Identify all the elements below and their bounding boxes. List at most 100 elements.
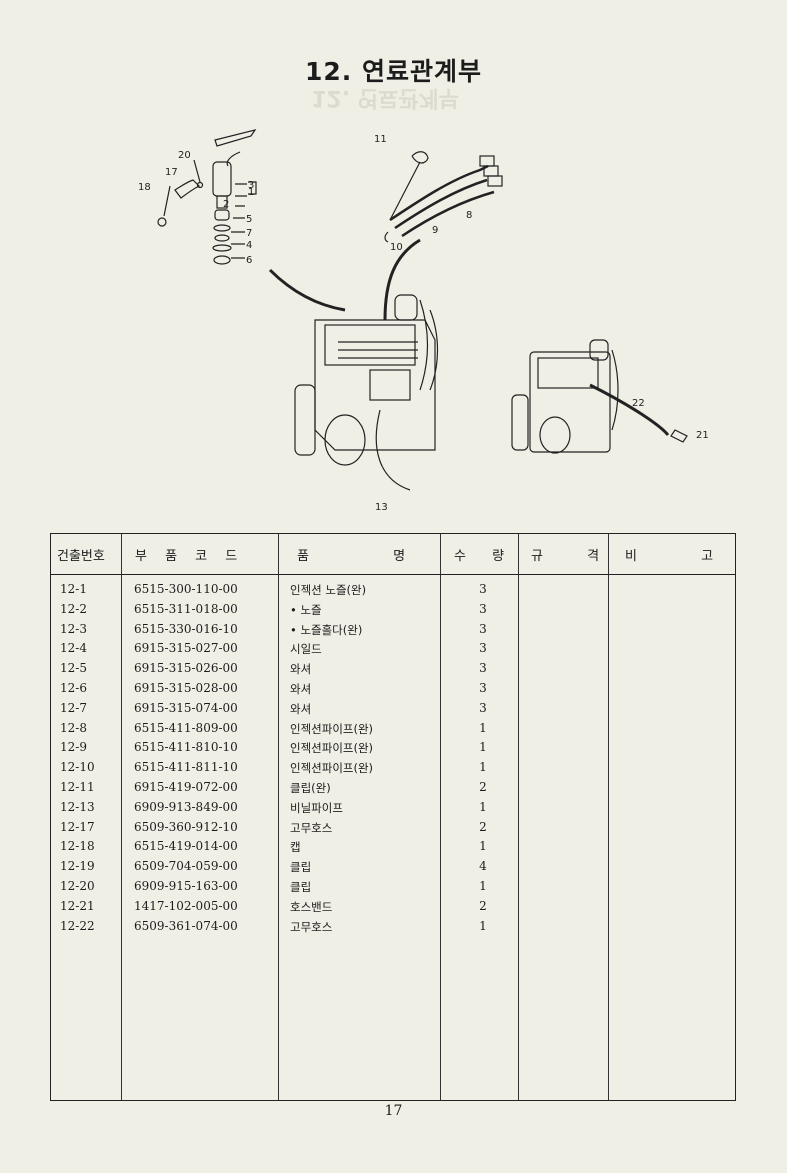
part-name: 인젝션 노즐(완) [290,583,367,597]
column-divider [518,534,519,1100]
part-code: 6515-300-110-00 [134,582,238,596]
part-quantity: 1 [479,839,487,854]
table-row: 12-9 6515-411-810-10 인젝션파이프(완) 1 [51,738,735,758]
part-quantity: 1 [479,720,487,735]
table-row: 12-22 6509-361-074-00 고무호스 1 [51,917,735,937]
part-number: 12-1 [60,582,87,596]
part-code: 6915-419-072-00 [134,779,238,794]
part-number: 12-2 [60,601,87,616]
label-2: 2 [223,199,229,210]
part-code: 6915-315-028-00 [134,680,238,695]
part-quantity: 1 [479,740,487,755]
table-header: 건출번호 부 품 코 드 품 명 수 량 규 격 비 고 [51,534,735,575]
label-3: 3 [248,180,254,191]
header-remark: 비 고 [625,549,714,564]
part-quantity: 3 [479,582,487,596]
header-spec: 규 격 [531,549,600,564]
column-divider [608,534,609,1100]
part-name: 인젝션파이프(완) [290,741,374,756]
label-21: 21 [696,430,709,441]
label-7: 7 [246,228,252,239]
part-number: 12-8 [60,720,87,735]
page-title: 12. 연료관계부 [305,57,482,86]
table-row: 12-21 1417-102-005-00 호스밴드 2 [51,897,735,917]
part-quantity: 3 [479,621,487,636]
part-number: 12-10 [60,760,95,775]
label-1: 1 [248,187,254,198]
header-name: 품 명 [297,549,406,564]
part-code: 6515-330-016-10 [134,621,238,636]
part-number: 12-7 [60,700,87,715]
part-number: 12-21 [60,898,95,913]
part-name: 클립 [290,879,312,894]
part-number: 12-9 [60,740,87,755]
part-name: 비닐파이프 [290,800,343,815]
part-quantity: 2 [479,779,487,794]
part-code: 1417-102-005-00 [134,898,238,913]
header-no: 건출번호 [57,549,105,564]
part-name: 와셔 [290,681,312,696]
table-row: 12-8 6515-411-809-00 인젝션파이프(완) 1 [51,719,735,739]
part-code: 6509-704-059-00 [134,859,238,874]
part-code: 6909-913-849-00 [134,799,238,814]
part-code: 6515-411-810-10 [134,740,238,755]
part-quantity: 2 [479,898,487,913]
part-code: 6509-360-912-10 [134,819,238,834]
label-4: 4 [246,240,252,251]
part-name: 인젝션파이프(완) [290,761,374,776]
part-name: 고무호스 [290,820,333,835]
label-10: 10 [390,242,403,253]
header-qty: 수 량 [454,549,505,564]
part-quantity: 1 [479,878,487,893]
part-quantity: 1 [479,918,487,933]
part-name: 인젝션파이프(완) [290,721,374,736]
label-8: 8 [466,210,472,221]
page-number: 17 [384,1103,403,1119]
part-name: 와셔 [290,662,312,677]
part-name: 고무호스 [290,919,333,934]
label-17: 17 [165,167,178,178]
label-9: 9 [432,225,438,236]
label-5: 5 [246,214,252,225]
part-code: 6509-361-074-00 [134,918,238,933]
part-quantity: 3 [479,661,487,676]
label-13: 13 [375,502,388,513]
part-name: 캡 [290,840,301,855]
part-name: 클립(완) [290,780,331,795]
part-number: 12-4 [60,641,87,656]
table-row: 12-4 6915-315-027-00 시일드 3 [51,639,735,659]
table-row: 12-1 6515-300-110-00 인젝션 노즐(완) 3 [51,580,735,600]
part-number: 12-3 [60,621,87,636]
parts-table: 건출번호 부 품 코 드 품 명 수 량 규 격 비 고 12-1 6515-30… [50,533,736,1101]
part-name: 호스밴드 [290,899,333,914]
label-6: 6 [246,255,252,266]
part-number: 12-18 [60,839,95,854]
part-code: 6909-915-163-00 [134,878,238,893]
label-18: 18 [138,182,151,193]
part-quantity: 3 [479,641,487,656]
part-code: 6515-411-809-00 [134,720,238,735]
part-number: 12-19 [60,859,95,874]
part-name: • 노즐 [290,602,322,617]
part-quantity: 3 [479,700,487,715]
part-number: 12-13 [60,799,95,814]
part-code: 6515-411-811-10 [134,760,238,775]
part-quantity: 3 [479,680,487,695]
part-code: 6915-315-027-00 [134,641,238,656]
part-code: 6515-419-014-00 [134,839,238,854]
table-row: 12-3 6515-330-016-10 • 노즐홀다(완) 3 [51,620,735,640]
part-quantity: 1 [479,760,487,775]
part-name: • 노즐홀다(완) [290,622,363,637]
part-name: 시일드 [290,642,322,657]
part-number: 12-17 [60,819,95,834]
fuel-system-diagram: 1 2 3 4 5 6 7 8 9 10 11 13 17 18 20 21 2… [138,129,709,513]
part-number: 12-22 [60,918,95,933]
